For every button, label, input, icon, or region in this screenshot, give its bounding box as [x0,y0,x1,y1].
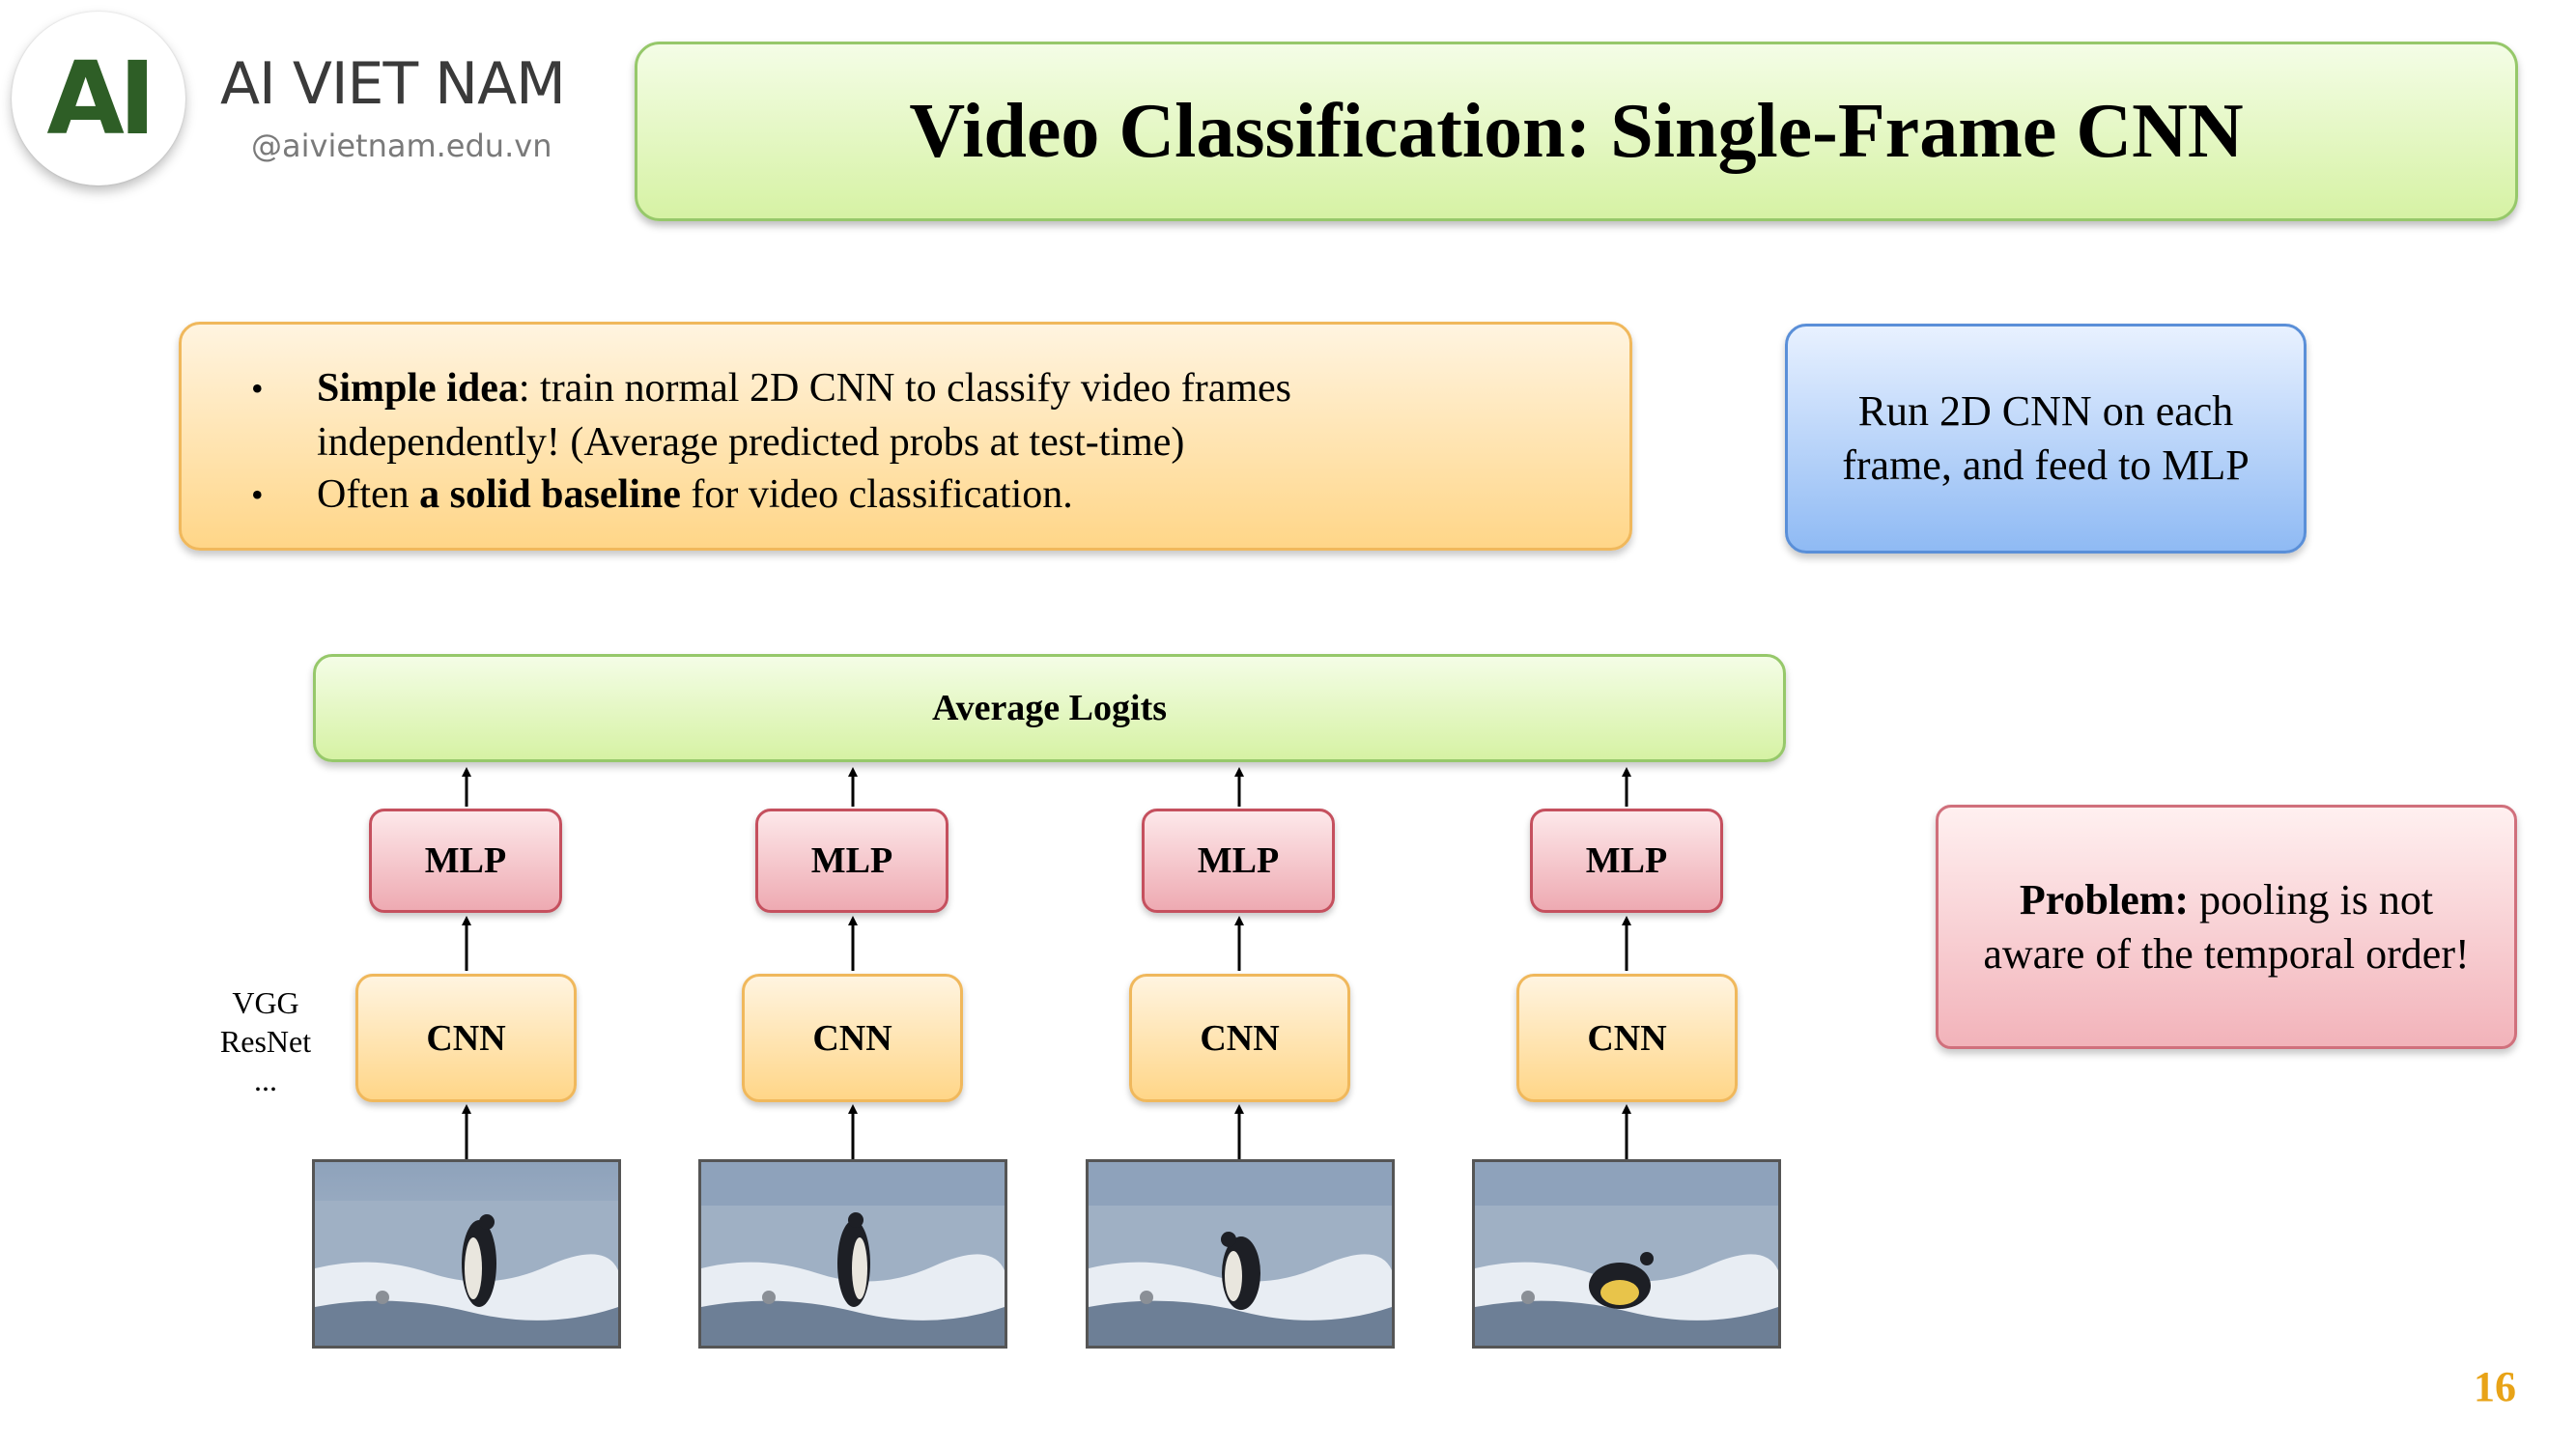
note-box: Run 2D CNN on each frame, and feed to ML… [1785,324,2307,554]
video-frame-1 [312,1159,621,1349]
bullet-2-post: for video classification. [680,472,1073,517]
brand-name: AI VIET NAM [220,50,566,118]
mlp-box-3: MLP [1142,809,1335,913]
page-title: Video Classification: Single-Frame CNN [909,88,2244,174]
page-number: 16 [2474,1363,2516,1410]
cnn-example: ResNet [219,1024,312,1059]
average-logits-box: Average Logits [313,654,1786,762]
mlp-box-1: MLP [369,809,562,913]
problem-text-1: pooling is not [2189,875,2434,923]
mlp-box-4: MLP [1530,809,1723,913]
bullet-1-bold: Simple idea [317,366,519,411]
note-line-2: frame, and feed to MLP [1842,441,2250,489]
penguin-image [1089,1162,1392,1346]
cnn-box-1: CNN [355,974,577,1102]
problem-text-2: aware of the temporal order! [1983,929,2470,978]
logo: AI [46,40,156,157]
info-box: • Simple idea: train normal 2D CNN to cl… [179,322,1632,551]
bullet-2-pre: Often [317,472,420,517]
cnn-examples-label: VGG ResNet ... [208,983,324,1099]
note-line-1: Run 2D CNN on each [1857,387,2234,435]
bullet-1-line2: independently! (Average predicted probs … [317,420,1185,465]
brand-url: @aivietnam.edu.vn [251,128,552,164]
bullet-dot: • [251,475,264,514]
video-frame-4 [1472,1159,1781,1349]
penguin-image [1475,1162,1778,1346]
bullet-1-text: : train normal 2D CNN to classify video … [518,366,1292,411]
cnn-box-2: CNN [742,974,963,1102]
problem-label: Problem: [2019,875,2190,923]
mlp-box-2: MLP [755,809,948,913]
cnn-example: ... [254,1063,277,1097]
video-frame-2 [698,1159,1007,1349]
logo-circle [12,12,185,185]
penguin-image [315,1162,618,1346]
cnn-example: VGG [232,985,299,1020]
title-box: Video Classification: Single-Frame CNN [635,42,2518,221]
penguin-image [701,1162,1005,1346]
bullet-dot: • [251,369,264,408]
cnn-box-4: CNN [1516,974,1738,1102]
cnn-box-3: CNN [1129,974,1350,1102]
bullet-2-bold: a solid baseline [419,472,681,517]
problem-box: Problem: pooling is not aware of the tem… [1936,805,2517,1049]
video-frame-3 [1086,1159,1395,1349]
